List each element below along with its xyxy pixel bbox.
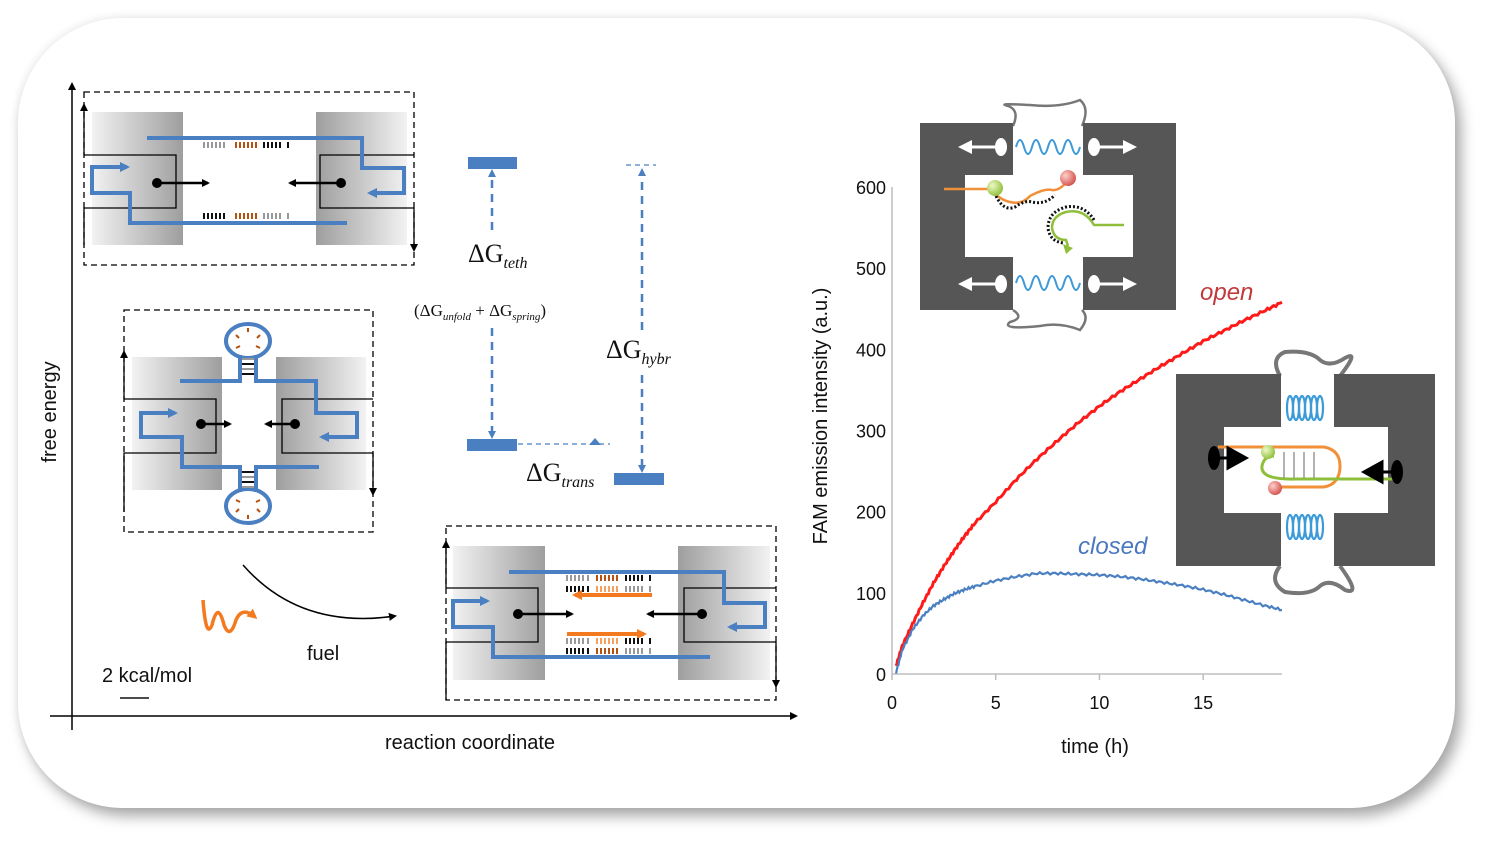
x-tick-label: 15 xyxy=(1193,693,1213,713)
left-block xyxy=(92,112,183,245)
series-label-open: open xyxy=(1200,279,1253,306)
chart-x-label: time (h) xyxy=(1061,736,1129,758)
donor-fluorophore-icon xyxy=(987,180,1003,196)
state-hairpin-schematic xyxy=(120,309,377,533)
y-tick-label: 0 xyxy=(876,665,886,685)
y-tick-label: 300 xyxy=(856,422,886,442)
x-tick-label: 5 xyxy=(991,693,1001,713)
fuel-label: fuel xyxy=(307,643,339,665)
level-fuel xyxy=(614,473,664,485)
quencher-icon xyxy=(1060,170,1076,186)
scale-bar-label: 2 kcal/mol xyxy=(102,665,192,687)
right-block xyxy=(316,112,407,245)
y-tick-label: 200 xyxy=(856,503,886,523)
bases-top xyxy=(203,142,289,148)
series-line-open xyxy=(894,300,1283,667)
dG-teth-label: ΔGteth xyxy=(468,239,528,272)
y-tick-label: 600 xyxy=(856,178,886,198)
level-open xyxy=(468,157,517,169)
bases-bottom xyxy=(203,213,289,219)
energy-axes: free energy reaction coordinate 2 kcal/m… xyxy=(39,82,798,754)
fuel-arc-arrow xyxy=(242,564,397,621)
dG-trans-label: ΔGtrans xyxy=(526,458,594,491)
fuel-wave-icon xyxy=(201,599,258,634)
x-tick-label: 10 xyxy=(1089,693,1109,713)
y-tick-label: 100 xyxy=(856,584,886,604)
inset-closed-device xyxy=(1176,349,1435,596)
energy-levels: ΔGteth (ΔGunfold + ΔGspring) ΔGhybr ΔGtr… xyxy=(414,157,672,491)
chart-tick-labels: 0 5 10 15 0 100 200 300 400 500 600 xyxy=(856,178,1213,713)
fuel-indicator: fuel xyxy=(201,564,397,665)
chart-axes xyxy=(891,187,1282,680)
x-axis-label: reaction coordinate xyxy=(385,732,555,754)
dG-components-label: (ΔGunfold + ΔGspring) xyxy=(414,301,546,323)
y-tick-label: 500 xyxy=(856,259,886,279)
state-fuel-schematic xyxy=(442,525,780,701)
series-line-closed xyxy=(895,570,1283,674)
level-hairpin xyxy=(467,439,517,451)
x-tick-label: 0 xyxy=(887,693,897,713)
y-tick-label: 400 xyxy=(856,340,886,360)
chart-y-label: FAM emission intensity (a.u.) xyxy=(810,288,832,545)
fluorescence-chart: 0 5 10 15 0 100 200 300 400 500 600 time (h) FAM e… xyxy=(810,178,1283,758)
chart-series xyxy=(894,300,1283,674)
y-axis-label: free energy xyxy=(39,361,61,462)
inset-open-device xyxy=(920,98,1176,332)
series-label-closed: closed xyxy=(1078,533,1148,560)
state-open-schematic xyxy=(80,91,418,266)
dG-hybr-label: ΔGhybr xyxy=(606,335,672,368)
